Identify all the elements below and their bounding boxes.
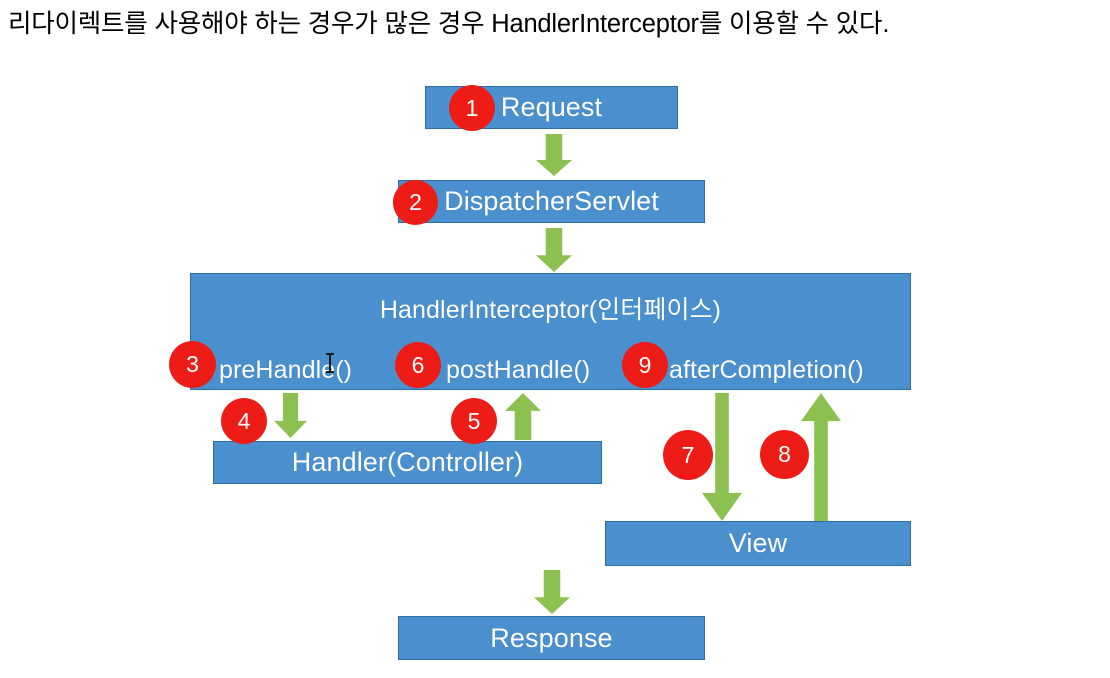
node-handler-interceptor: HandlerInterceptor(인터페이스) preHandle() po… — [190, 273, 911, 390]
node-handler-interceptor-title: HandlerInterceptor(인터페이스) — [379, 296, 722, 324]
arrow-interceptor-to-response — [534, 570, 570, 614]
badge-1: 1 — [449, 85, 495, 131]
node-dispatcher-servlet: DispatcherServlet — [398, 180, 705, 223]
node-response-label: Response — [490, 622, 613, 653]
badge-3: 3 — [169, 341, 216, 388]
caption-text: 리다이렉트를 사용해야 하는 경우가 많은 경우 HandlerIntercep… — [8, 10, 890, 38]
arrow-handler-to-interceptor — [505, 393, 541, 440]
method-after-completion: afterCompletion() — [669, 356, 864, 384]
badge-5: 5 — [451, 398, 497, 444]
arrow-request-to-dispatcher — [536, 134, 572, 176]
method-post-handle: postHandle() — [446, 356, 591, 384]
node-dispatcher-servlet-label: DispatcherServlet — [444, 186, 659, 216]
node-view-label: View — [728, 528, 788, 558]
node-response: Response — [398, 616, 705, 660]
badge-4: 4 — [221, 398, 267, 444]
handler-interceptor-methods: preHandle() postHandle() afterCompletion… — [191, 350, 910, 390]
badge-7: 7 — [663, 430, 713, 480]
badge-6: 6 — [395, 342, 441, 388]
badge-2: 2 — [393, 180, 438, 225]
badge-9: 9 — [622, 342, 668, 388]
node-request-label: Request — [500, 92, 603, 122]
badge-8: 8 — [760, 430, 809, 479]
node-view: View — [605, 521, 911, 566]
node-handler-label: Handler(Controller) — [291, 447, 524, 477]
method-pre-handle: preHandle() — [219, 356, 353, 384]
arrow-dispatcher-to-interceptor — [536, 228, 572, 272]
node-handler: Handler(Controller) — [213, 441, 602, 484]
arrow-interceptor-to-handler — [274, 393, 307, 438]
